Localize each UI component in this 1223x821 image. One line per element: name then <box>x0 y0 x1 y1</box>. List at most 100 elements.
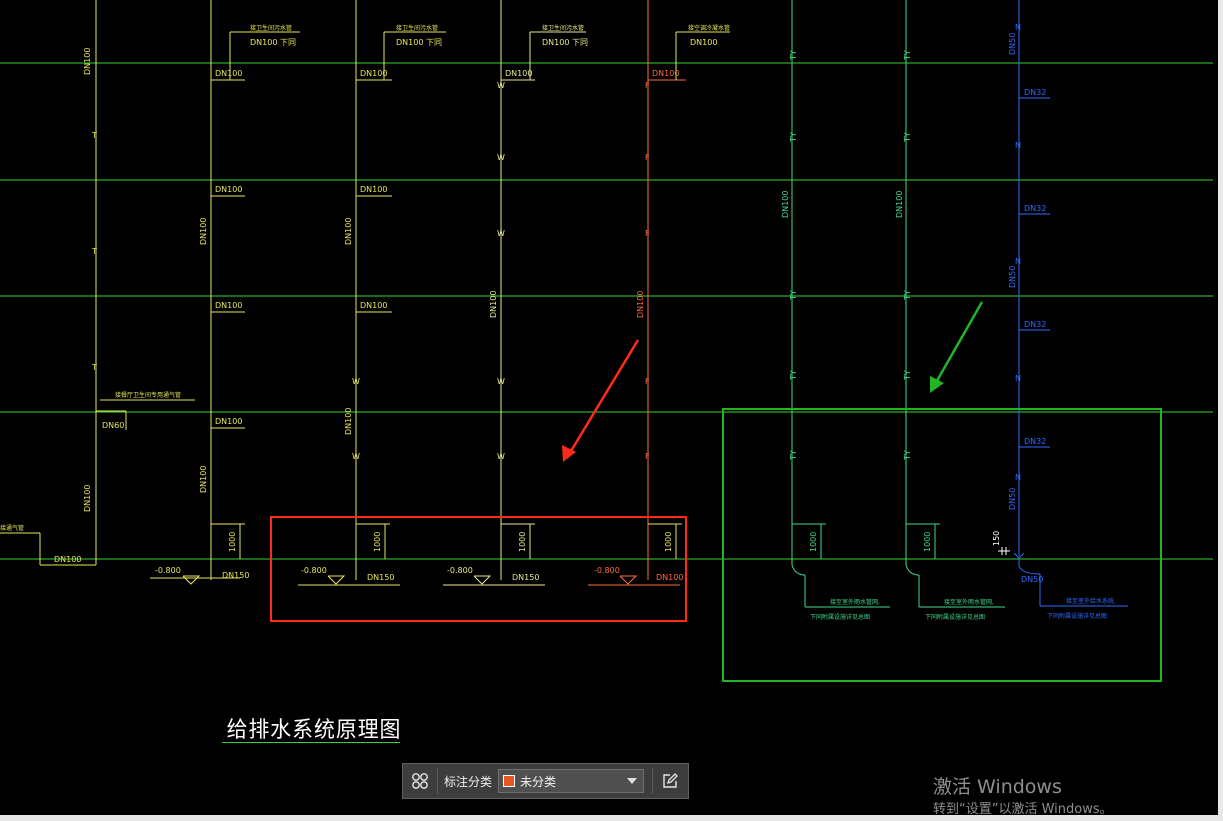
letter-w-label: W <box>352 452 360 461</box>
letter-t-label: T <box>91 131 97 140</box>
dn-label: DN100 <box>360 301 387 310</box>
elevation-label: -0.800 <box>447 566 473 575</box>
category-select[interactable]: 未分类 <box>498 769 645 793</box>
pipe-note: 下同附属设施详见总图 <box>810 613 870 621</box>
letter-n-label: N <box>1015 257 1021 266</box>
letter-ty-label: TY <box>903 132 912 143</box>
letter-f-label: F <box>645 377 650 386</box>
riser-height-label: 1000 <box>228 532 237 552</box>
dn-label: DN150 <box>367 573 394 582</box>
dn-label: DN100 <box>360 185 387 194</box>
category-label: 标注分类 <box>444 774 493 789</box>
dn-label: DN100 下同 <box>396 38 442 47</box>
floor-lines <box>0 62 1213 560</box>
dn-label: DN100 <box>690 38 717 47</box>
letter-ty-label: TY <box>903 290 912 301</box>
riser-height-label: 1000 <box>923 532 932 552</box>
riser-height-label: 1000 <box>809 532 818 552</box>
dn-vertical-label: DN50 <box>1008 266 1017 288</box>
letter-n-label: N <box>1015 141 1021 150</box>
riser-height-label: 1000 <box>518 532 527 552</box>
letter-ty-label: TY <box>789 450 798 461</box>
annotation-category-toolbar: 标注分类 未分类 <box>402 763 689 799</box>
dn-label: DN100 <box>215 301 242 310</box>
pipe-column-8[interactable] <box>1013 0 1128 607</box>
pipe-note: 接至室外雨水管网, <box>944 598 994 606</box>
letter-t-label: T <box>91 363 97 372</box>
drawing-title: 给排水系统原理图 <box>226 718 402 743</box>
chevron-down-icon[interactable] <box>627 778 638 784</box>
bottom-edge-bar <box>0 815 1223 821</box>
dn-label: DN100 <box>54 555 81 564</box>
riser-height-label: 1000 <box>373 532 382 552</box>
pipe-note: 接至室外雨水管网, <box>830 598 880 606</box>
edit-icon[interactable] <box>653 764 687 798</box>
letter-f-label: F <box>645 81 650 90</box>
dn-vertical-label: DN100 <box>781 191 790 218</box>
toolbar-divider <box>437 768 438 794</box>
letter-f-label: F <box>645 153 650 162</box>
dn-label: DN100 下同 <box>542 38 588 47</box>
pipe-note: 接通气管 <box>0 524 24 532</box>
pipe-column-2[interactable] <box>150 0 300 585</box>
pipe-column-7[interactable] <box>905 0 1005 608</box>
letter-ty-label: TY <box>789 50 798 61</box>
pipe-column-3[interactable] <box>298 0 446 586</box>
dn-label: DN100 <box>215 69 242 78</box>
letter-ty-label: TY <box>903 370 912 381</box>
dn-vertical-label: DN100 <box>199 218 208 245</box>
dn-label: DN100 <box>505 69 532 78</box>
pipe-note: 下同附属设施详见总图 <box>1047 612 1107 620</box>
pipe-column-4[interactable] <box>443 0 586 586</box>
letter-ty-label: TY <box>789 290 798 301</box>
pipe-note: 下同附属设施详见总图 <box>925 613 985 621</box>
pipe-note: 接卫生间污水管 <box>542 24 584 32</box>
letter-n-label: N <box>1015 23 1021 32</box>
grid-icon[interactable] <box>403 764 437 798</box>
dn-label: DN100 <box>215 185 242 194</box>
elevation-label: -0.800 <box>594 566 620 575</box>
letter-n-label: N <box>1015 374 1021 383</box>
letter-t-label: T <box>91 247 97 256</box>
pipe-column-5[interactable] <box>588 0 686 586</box>
dn-label: DN150 <box>512 573 539 582</box>
letter-ty-label: TY <box>903 50 912 61</box>
dn-vertical-label: DN50 <box>1008 488 1017 510</box>
letter-ty-label: TY <box>789 132 798 143</box>
letter-w-label: W <box>497 377 505 386</box>
dn-vertical-label: DN100 <box>344 218 353 245</box>
dn-vertical-label: DN100 <box>636 291 645 318</box>
dn-label: DN50 <box>1021 575 1043 584</box>
pipe-column-1[interactable] <box>0 0 195 566</box>
dn-vertical-label: DN100 <box>489 291 498 318</box>
dn-label: DN32 <box>1024 204 1046 213</box>
pipe-note: 接卫生间污水管 <box>396 24 438 32</box>
pipe-column-6[interactable] <box>791 0 890 608</box>
dn-label: DN32 <box>1024 320 1046 329</box>
letter-f-label: F <box>645 229 650 238</box>
red-annotation <box>270 339 687 622</box>
dn-vertical-label: DN100 <box>895 191 904 218</box>
dn-label: DN100 <box>215 417 242 426</box>
category-color-swatch <box>503 775 516 787</box>
dn-label: DN100 <box>360 69 387 78</box>
dn-vertical-label: DN100 <box>199 466 208 493</box>
elevation-label: -0.800 <box>155 566 181 575</box>
dn-vertical-label: DN100 <box>83 485 92 512</box>
pipe-note: 接空调冷凝水管 <box>688 24 730 32</box>
dn-label: DN150 <box>222 571 249 580</box>
dn-label: DN100 <box>652 69 679 78</box>
letter-w-label: W <box>497 153 505 162</box>
letter-w-label: W <box>352 377 360 386</box>
dn-vertical-label: DN100 <box>83 48 92 75</box>
letter-w-label: W <box>497 81 505 90</box>
green-annotation <box>722 301 1162 682</box>
dn-label: DN100 下同 <box>250 38 296 47</box>
dn-vertical-label: DN100 <box>344 408 353 435</box>
letter-ty-label: TY <box>903 450 912 461</box>
right-edge-scrollbar[interactable] <box>1218 0 1223 821</box>
letter-ty-label: TY <box>789 370 798 381</box>
activate-windows-hint: 转到“设置”以激活 Windows。 <box>933 802 1113 817</box>
dn-label: DN100 <box>656 573 683 582</box>
